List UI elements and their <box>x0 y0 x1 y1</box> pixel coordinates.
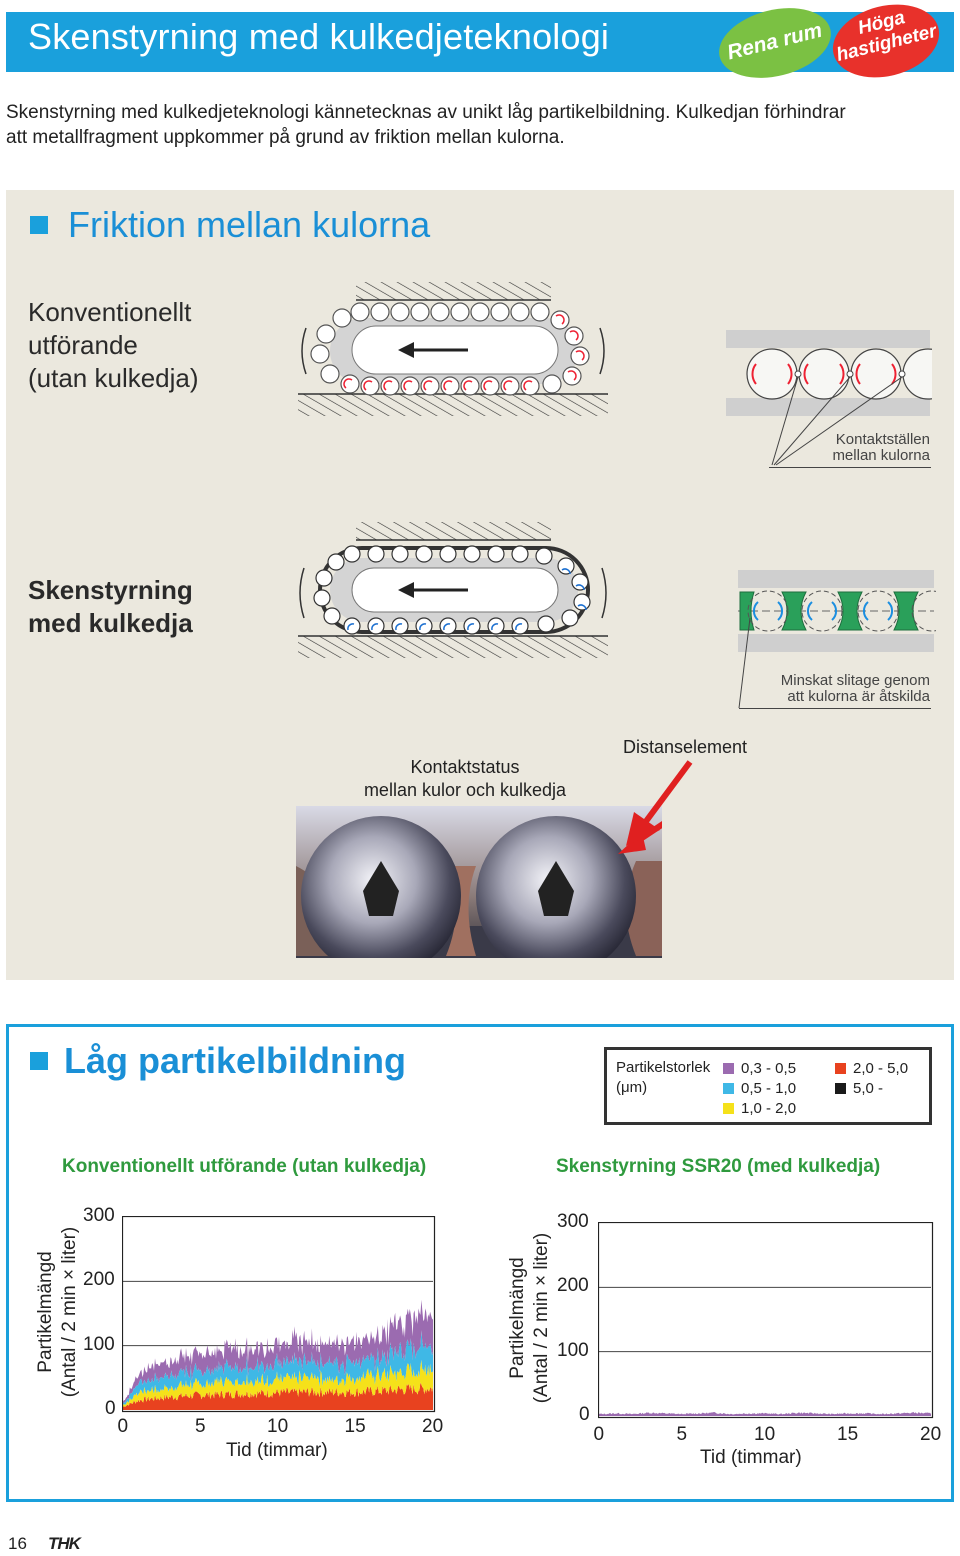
x-tick-label: 20 <box>422 1416 444 1437</box>
thk-logo: THK <box>48 1534 81 1553</box>
ball-chain-photo <box>296 806 662 958</box>
legend-label: 0,5 - 1,0 <box>741 1080 797 1097</box>
legend-swatch <box>723 1083 734 1094</box>
x-tick-label: 15 <box>837 1424 859 1445</box>
area-series-0-3-0-5 <box>599 1411 931 1416</box>
area-series-0-3-0-5 <box>123 1299 433 1404</box>
contact-points-underline <box>769 467 931 468</box>
x-tick-label: 0 <box>593 1424 605 1445</box>
section-square-icon <box>30 216 48 234</box>
conventional-bearing-diagram <box>298 282 608 416</box>
conventional-contact-zoom <box>726 330 932 466</box>
y-axis-label-left: Partikelmängd (Antal / 2 min × liter) <box>34 1212 82 1412</box>
y-axis-label-right-line2: (Antal / 2 min × liter) <box>531 1232 552 1404</box>
x-tick-label: 0 <box>117 1416 129 1437</box>
y-axis-label-right-line1: Partikelmängd <box>507 1257 528 1379</box>
chart-title-conventional: Konventionellt utförande (utan kulkedja) <box>62 1156 427 1177</box>
friction-section-title: Friktion mellan kulorna <box>68 204 431 245</box>
spacer-arrow <box>626 760 693 846</box>
x-tick-label: 10 <box>754 1424 776 1445</box>
chart-frame <box>598 1222 934 1419</box>
chart-plot-area <box>122 1216 436 1413</box>
clean-room-badge-label: Rena rum <box>724 18 825 65</box>
y-tick-label: 0 <box>105 1398 116 1419</box>
reduced-wear-underline <box>739 708 931 709</box>
contact-status-caption: Kontaktstatus mellan kulor och kulkedja <box>340 756 590 802</box>
x-tick-label: 10 <box>267 1416 289 1437</box>
contact-points-caption-line1: Kontaktställen <box>835 431 930 448</box>
spacer-caption: Distanselement <box>622 737 748 757</box>
x-axis-label-right: Tid (timmar) <box>700 1447 802 1468</box>
intro-text: Skenstyrning med kulkedjeteknologi känne… <box>6 100 956 150</box>
y-tick-label: 300 <box>83 1205 115 1226</box>
area-series-1-0-2-0 <box>123 1359 433 1407</box>
chain-contact-zoom <box>738 570 936 709</box>
x-tick-label: 5 <box>676 1424 688 1445</box>
page-number: 16 <box>8 1534 27 1553</box>
x-axis-label-left: Tid (timmar) <box>226 1440 328 1461</box>
area-series-2-0-5-0 <box>123 1382 433 1410</box>
legend-label: 2,0 - 5,0 <box>853 1060 909 1077</box>
intro-line-1: Skenstyrning med kulkedjeteknologi känne… <box>6 102 846 123</box>
area-series-0-5-1-0 <box>123 1330 433 1405</box>
chart-frame <box>122 1216 436 1413</box>
chain-label-line2: med kulkedja <box>28 608 193 638</box>
contact-points-caption: Kontaktställen mellan kulorna <box>770 432 930 464</box>
y-tick-label: 300 <box>557 1211 589 1232</box>
y-tick-label: 100 <box>83 1333 115 1355</box>
particle-section-title: Låg partikelbildning <box>64 1040 407 1081</box>
y-tick-label: 0 <box>579 1404 590 1425</box>
y-tick-label: 100 <box>557 1339 589 1361</box>
intro-line-2: att metallfragment uppkommer på grund av… <box>6 127 565 148</box>
conventional-label-line3: (utan kulkedja) <box>28 363 199 393</box>
legend-swatch <box>835 1083 846 1094</box>
y-tick-label: 200 <box>83 1269 115 1291</box>
y-axis-label-left-line1: Partikelmängd <box>35 1251 56 1373</box>
reduced-wear-caption-line2: att kulorna är åtskilda <box>787 688 930 705</box>
conventional-label-line2: utförande <box>28 330 138 360</box>
legend-swatch <box>835 1063 846 1074</box>
chain-bearing-diagram <box>298 522 608 658</box>
particle-panel <box>6 1024 954 1502</box>
chain-label-line1: Skenstyrning <box>28 575 193 605</box>
conventional-label-line1: Konventionellt <box>28 297 192 327</box>
chart-plot-area <box>598 1222 934 1419</box>
particle-size-legend: Partikelstorlek (μm) 0,3 - 0,5 0,5 - 1,0 1… <box>604 1047 932 1125</box>
chain-label: Skenstyrning med kulkedja <box>28 574 193 640</box>
x-tick-label: 5 <box>195 1416 206 1437</box>
legend-label: 1,0 - 2,0 <box>741 1100 797 1117</box>
y-tick-label: 200 <box>557 1275 589 1297</box>
y-axis-label-right: Partikelmängd (Antal / 2 min × liter) <box>506 1218 554 1418</box>
legend-swatch <box>723 1063 734 1074</box>
reduced-wear-caption: Minskat slitage genom att kulorna är åts… <box>740 673 930 705</box>
conventional-label: Konventionellt utförande (utan kulkedja) <box>28 296 199 395</box>
x-tick-label: 15 <box>344 1416 366 1437</box>
contact-points-caption-line2: mellan kulorna <box>832 447 930 464</box>
x-tick-label: 20 <box>920 1424 942 1445</box>
chart-title-ssr20: Skenstyrning SSR20 (med kulkedja) <box>556 1156 881 1177</box>
reduced-wear-caption-line1: Minskat slitage genom <box>780 672 930 689</box>
legend-label: 0,3 - 0,5 <box>741 1060 797 1077</box>
y-axis-label-left-line2: (Antal / 2 min × liter) <box>59 1226 80 1398</box>
section-square-icon-2 <box>30 1052 48 1070</box>
contact-status-caption-line2: mellan kulor och kulkedja <box>363 780 567 800</box>
legend-swatch <box>723 1103 734 1114</box>
legend-title-line2: (μm) <box>616 1079 648 1096</box>
page-title: Skenstyrning med kulkedjeteknologi <box>28 16 610 57</box>
contact-status-caption-line1: Kontaktstatus <box>410 757 520 777</box>
legend-label: 5,0 - <box>853 1080 884 1097</box>
legend-title-line1: Partikelstorlek <box>616 1059 711 1076</box>
